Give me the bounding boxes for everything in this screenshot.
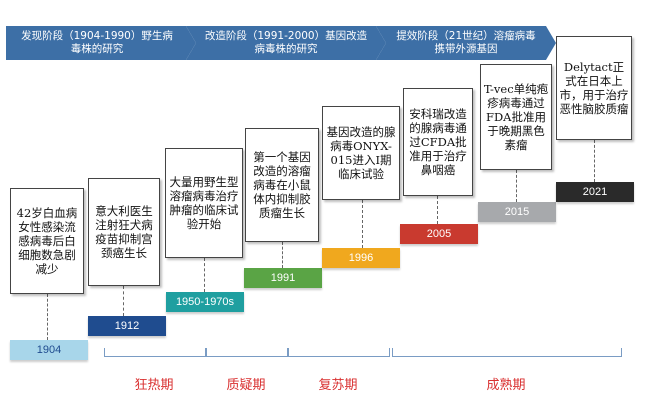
connector-1912 <box>123 286 124 316</box>
bracket-doubt <box>206 348 288 357</box>
year-label: 1904 <box>36 344 62 356</box>
phase-maturity: 成熟期 <box>486 378 526 393</box>
milestone-box-1904: 42岁白血病女性感染流感病毒后白细胞数急剧减少 <box>10 188 84 294</box>
banner-label: 提效阶段（21世纪）溶瘤病毒携带外源基因 <box>396 30 536 55</box>
milestone-box-1996: 基因改造的腺病毒ONYX-015进入Ⅰ期临床试验 <box>322 106 400 200</box>
banner-efficiency-stage: 提效阶段（21世纪）溶瘤病毒携带外源基因 <box>376 26 556 60</box>
bracket-frenzy <box>104 348 206 357</box>
phase-doubt: 质疑期 <box>226 378 266 393</box>
milestone-box-1991: 第一个基因改造的溶瘤病毒在小鼠体内抑制胶质瘤生长 <box>245 128 319 242</box>
year-bar-1991: 1991 <box>244 268 322 288</box>
milestone-text: T-vec单纯疱疹病毒通过FDA批准用于晚期黑色素瘤 <box>483 82 549 152</box>
connector-1991 <box>282 242 283 268</box>
milestone-box-2015: T-vec单纯疱疹病毒通过FDA批准用于晚期黑色素瘤 <box>480 64 552 170</box>
year-bar-2021: 2021 <box>556 182 634 202</box>
connector-1950 <box>204 258 205 292</box>
milestone-text: 第一个基因改造的溶瘤病毒在小鼠体内抑制胶质瘤生长 <box>253 150 311 220</box>
year-label: 1950-1970s <box>175 296 235 308</box>
year-bar-1996: 1996 <box>322 248 400 268</box>
year-bar-1904: 1904 <box>10 340 88 360</box>
connector-2021 <box>594 140 595 182</box>
year-bar-1912: 1912 <box>88 316 166 336</box>
phase-revival: 复苏期 <box>318 378 358 393</box>
year-label: 2005 <box>426 228 452 240</box>
milestone-text: 安科瑞改造的腺病毒通过CFDA批准用于治疗鼻咽癌 <box>409 107 467 177</box>
connector-1904 <box>47 294 48 340</box>
phase-frenzy: 狂热期 <box>134 378 174 393</box>
bracket-maturity <box>392 348 622 357</box>
year-label: 1991 <box>270 272 296 284</box>
year-bar-1950: 1950-1970s <box>166 292 244 312</box>
banner-modification-stage: 改造阶段（1991-2000）基因改造病毒株的研究 <box>186 26 386 60</box>
year-bar-2005: 2005 <box>400 224 478 244</box>
milestone-box-1912: 意大利医生注射狂犬病疫苗抑制宫颈癌生长 <box>88 178 160 286</box>
year-bar-2015: 2015 <box>478 202 556 222</box>
milestone-box-1950: 大量用野生型溶瘤病毒治疗肿瘤的临床试验开始 <box>165 148 243 258</box>
milestone-text: 42岁白血病女性感染流感病毒后白细胞数急剧减少 <box>16 206 78 276</box>
connector-1996 <box>362 200 363 248</box>
banner-discovery-stage: 发现阶段（1904-1990）野生病毒株的研究 <box>6 26 196 60</box>
year-label: 2021 <box>582 186 608 198</box>
year-label: 2015 <box>504 206 530 218</box>
connector-2015 <box>516 170 517 202</box>
banner-label: 改造阶段（1991-2000）基因改造病毒株的研究 <box>204 30 368 55</box>
connector-2005 <box>437 196 438 224</box>
milestone-text: 大量用野生型溶瘤病毒治疗肿瘤的临床试验开始 <box>169 175 239 231</box>
milestone-text: Delytact正式在日本上市，用于治疗恶性脑胶质瘤 <box>559 60 629 116</box>
milestone-text: 意大利医生注射狂犬病疫苗抑制宫颈癌生长 <box>95 204 153 260</box>
year-label: 1996 <box>348 252 374 264</box>
milestone-box-2021: Delytact正式在日本上市，用于治疗恶性脑胶质瘤 <box>556 36 632 140</box>
bracket-revival <box>288 348 390 357</box>
banner-label: 发现阶段（1904-1990）野生病毒株的研究 <box>21 30 173 55</box>
year-label: 1912 <box>114 320 140 332</box>
milestone-box-2005: 安科瑞改造的腺病毒通过CFDA批准用于治疗鼻咽癌 <box>403 88 473 196</box>
milestone-text: 基因改造的腺病毒ONYX-015进入Ⅰ期临床试验 <box>326 125 396 181</box>
